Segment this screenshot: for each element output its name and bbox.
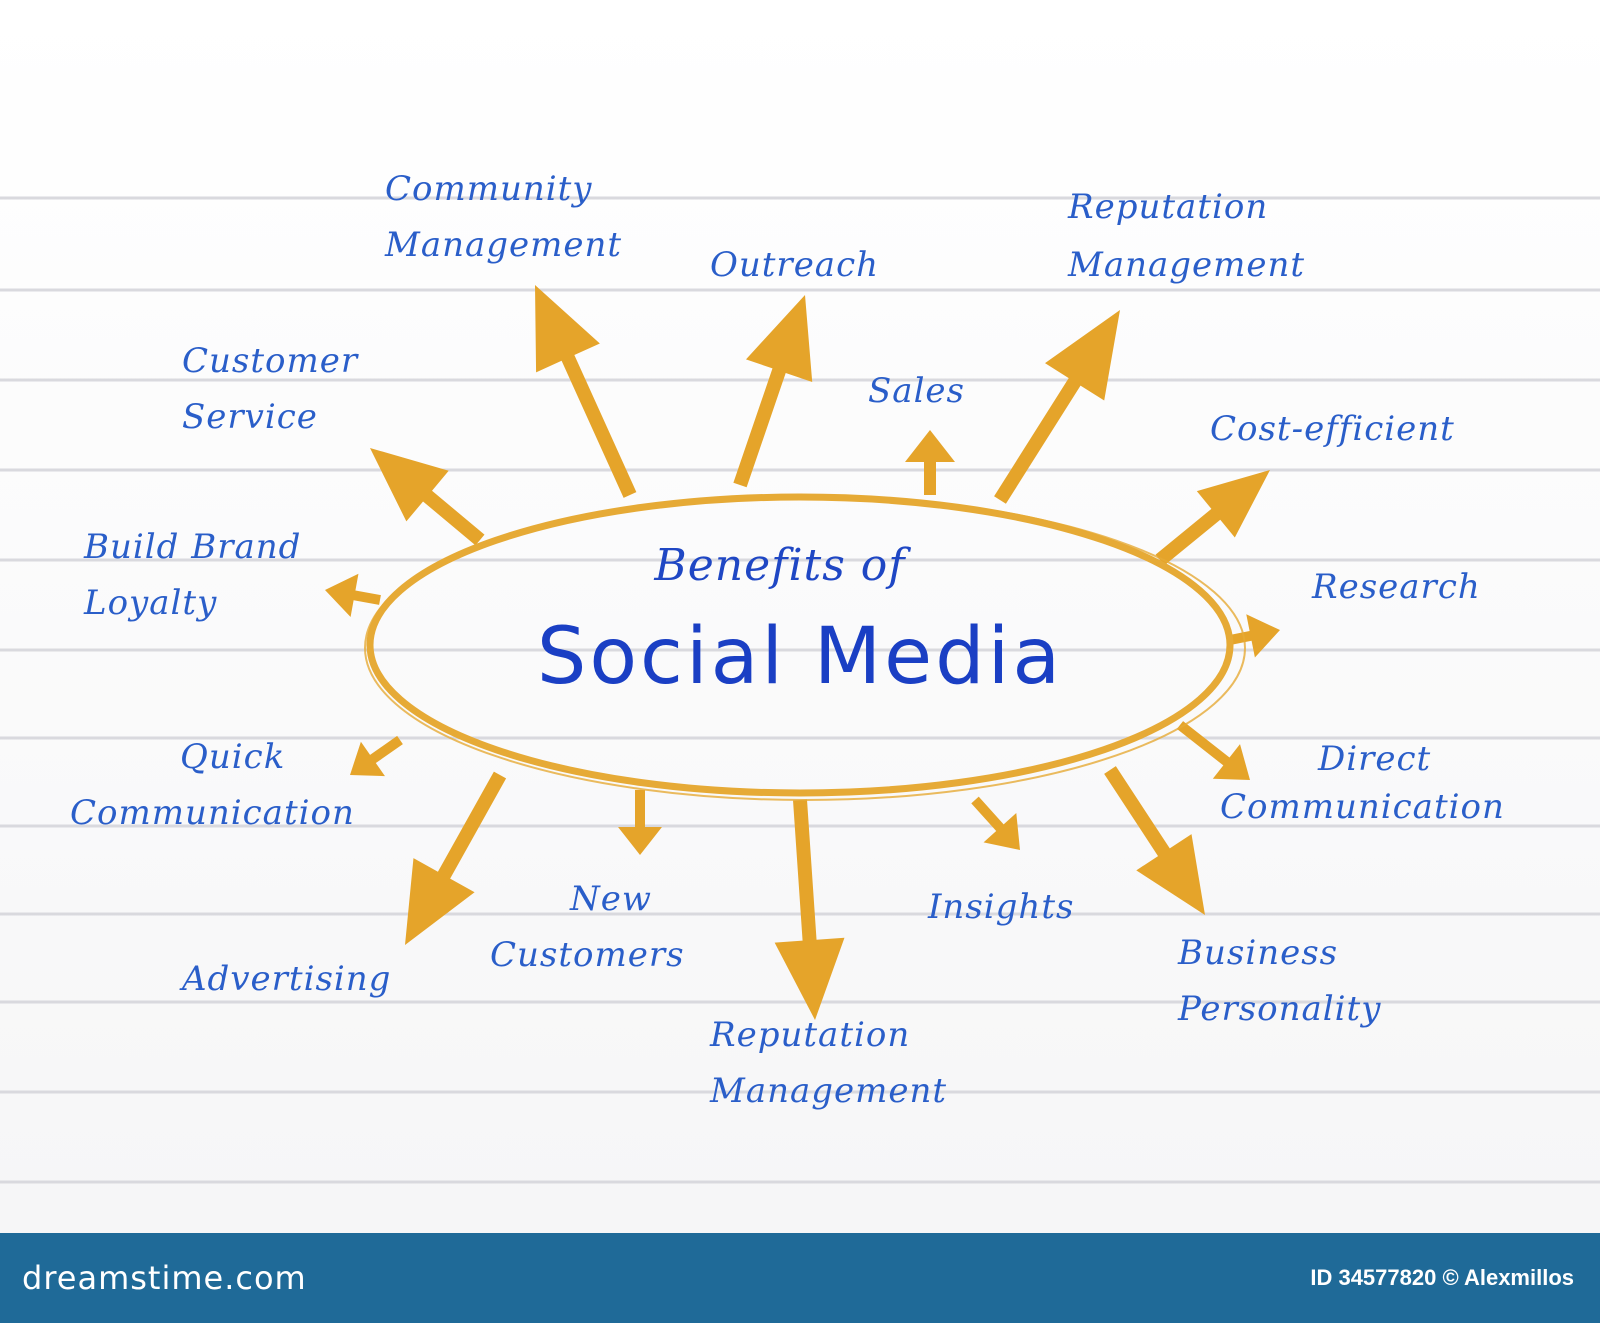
arrow [535,285,637,498]
dreamstime-logo: dreamstime.com [22,1259,307,1297]
label-line: New [569,879,652,919]
label-line: Reputation [1067,187,1268,227]
label-line: Personality [1177,989,1381,1029]
label-line: Build Brand [83,527,301,567]
label-insights: Insights [927,887,1074,927]
arrow [325,573,381,618]
label-line: Management [709,1071,947,1111]
label-line: Advertising [179,959,391,999]
arrow [971,796,1020,850]
arrow [905,430,955,495]
arrow [618,790,662,855]
paper-rule-lines [0,196,1600,1184]
title-large: Social Media [537,612,1063,702]
label-line: Outreach [710,245,879,285]
arrow [994,310,1120,504]
label-line: Research [1311,567,1481,607]
label-research: Research [1311,567,1481,607]
label-outreach: Outreach [710,245,879,285]
label-line: Service [182,397,318,437]
label-line: Reputation [709,1015,910,1055]
label-sales: Sales [868,371,965,411]
arrow [370,448,485,546]
label-line: Communication [70,793,355,833]
arrow [405,771,507,945]
arrow [350,735,403,777]
center-ellipse-stroke-2 [364,495,1246,801]
arrow [733,295,813,488]
label-line: Management [384,225,622,265]
image-credit: ID 34577820 © Alexmillos [1310,1265,1574,1290]
label-line: Customers [490,935,685,975]
arrow [774,799,845,1020]
label-line: Loyalty [83,583,217,623]
label-line: Cost-efficient [1210,409,1455,449]
footer-bar: dreamstime.com ID 34577820 © Alexmillos [0,1233,1600,1323]
label-line: Management [1067,245,1305,285]
label-line: Insights [927,887,1074,927]
label-advertising: Advertising [179,959,391,999]
label-cost-efficient: Cost-efficient [1210,409,1455,449]
arrow [1104,766,1205,915]
arrow [1229,614,1280,658]
arrow [1155,470,1270,566]
title-small: Benefits of [653,540,911,591]
social-media-benefits-diagram: Benefits of Social Media CommunityManage… [0,169,1600,1184]
label-line: Business [1177,933,1338,973]
arrows-group [325,285,1280,1020]
lined-paper-background [0,0,1600,1233]
label-line: Sales [868,371,965,411]
label-line: Communication [1220,787,1505,827]
arrow [1176,721,1250,780]
label-line: Customer [182,341,359,381]
label-line: Community [385,169,593,209]
label-line: Direct [1317,739,1431,779]
label-line: Quick [180,737,285,777]
